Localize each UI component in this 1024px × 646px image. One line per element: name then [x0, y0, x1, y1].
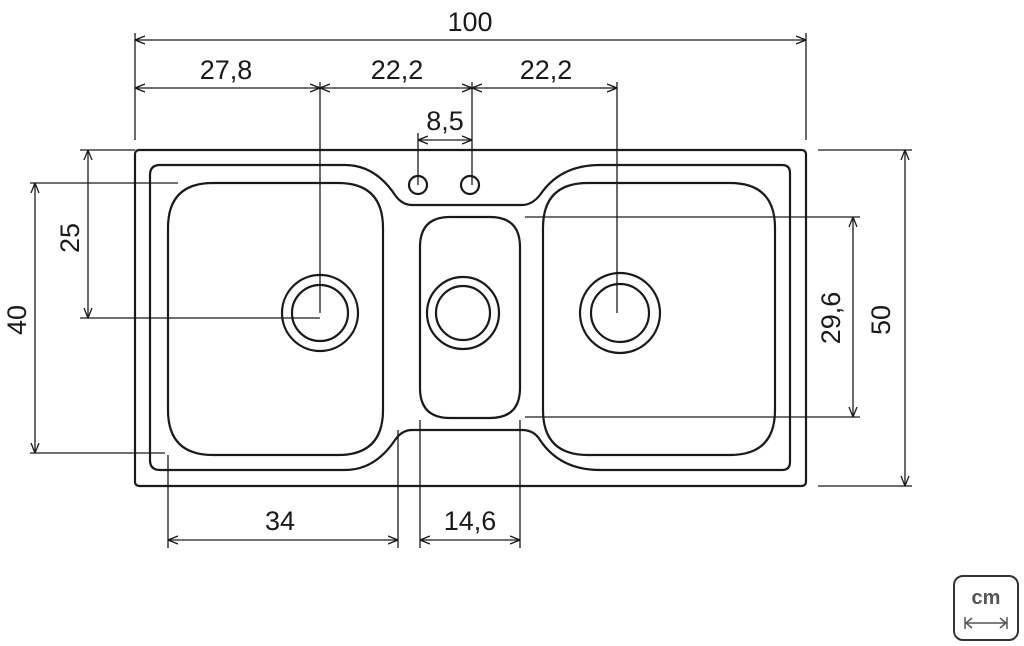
dim-left-basin-width: 34: [265, 506, 295, 536]
dim-drain-to-tap: 22,2: [371, 55, 424, 85]
dim-deck-to-drain: 25: [55, 223, 85, 253]
dim-tap-to-drain: 22,2: [520, 55, 573, 85]
dim-total-depth: 50: [866, 305, 896, 335]
dim-middle-basin-width: 14,6: [444, 506, 497, 536]
right-basin: [541, 181, 777, 457]
unit-label: cm: [971, 587, 1001, 609]
dimension-lines: [35, 40, 905, 540]
dim-right-basin-depth: 29,6: [816, 292, 846, 345]
dim-left-to-drain: 27,8: [200, 55, 253, 85]
extension-lines: [30, 33, 912, 548]
sink-deck: [148, 163, 792, 472]
double-arrow-icon: [964, 617, 1008, 629]
tap-hole-2: [459, 174, 481, 196]
middle-basin: [418, 215, 522, 420]
left-basin: [166, 181, 385, 457]
unit-badge: cm: [953, 575, 1019, 641]
drain-middle: [425, 275, 501, 351]
dim-left-basin-depth: 40: [2, 305, 32, 335]
dim-total-width: 100: [447, 7, 492, 37]
drain-right: [578, 271, 662, 355]
dim-tap-spacing: 8,5: [426, 106, 464, 136]
